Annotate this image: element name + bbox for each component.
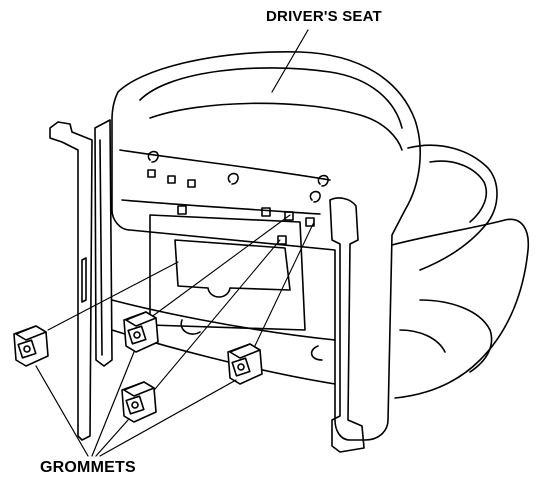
hole-5 xyxy=(261,207,271,217)
seat-back-outline xyxy=(111,51,421,441)
seat-top-contour-2 xyxy=(149,102,403,151)
guide-line-3 xyxy=(149,239,281,396)
frame-rod-2 xyxy=(121,199,321,215)
side-bolster xyxy=(407,144,498,271)
seat-cushion-seam xyxy=(399,329,446,353)
clip-2 xyxy=(227,172,239,185)
seat-cushion xyxy=(391,218,530,399)
left-rail-slot xyxy=(81,257,87,303)
hole-1 xyxy=(147,169,156,178)
left-rail-inner-line xyxy=(99,139,103,356)
grommet-4 xyxy=(227,343,263,385)
center-hook xyxy=(180,319,201,335)
left-rail-outer xyxy=(49,121,93,441)
left-rail-inner xyxy=(94,119,113,367)
leader-grommet-1 xyxy=(35,365,89,457)
grommet-1 xyxy=(13,325,49,367)
hole-3 xyxy=(187,179,196,188)
guide-line-4 xyxy=(251,221,315,353)
side-bolster-inner xyxy=(429,160,488,223)
leader-grommet-4 xyxy=(99,379,237,457)
hole-2 xyxy=(167,175,176,184)
grommet-3 xyxy=(121,381,157,423)
frame-rod xyxy=(119,149,331,181)
right-rail xyxy=(329,197,365,453)
clip-4 xyxy=(309,190,321,203)
center-cutout xyxy=(174,239,291,298)
seat-top-contour xyxy=(139,67,403,129)
clip-1 xyxy=(147,150,159,163)
lower-hook xyxy=(310,345,323,361)
seat-cushion-front xyxy=(419,299,493,373)
leader-seat xyxy=(271,29,309,93)
hole-4 xyxy=(177,205,187,215)
lower-frame xyxy=(111,299,336,341)
leader-grommet-2 xyxy=(91,351,135,457)
clip-3 xyxy=(317,174,329,187)
center-panel xyxy=(149,214,306,331)
leader-grommet-3 xyxy=(95,419,129,457)
hole-8 xyxy=(277,235,287,245)
guide-line-2 xyxy=(149,214,291,319)
drivers-seat-label: DRIVER'S SEAT xyxy=(266,8,382,25)
hole-6 xyxy=(284,211,294,221)
grommet-2 xyxy=(123,311,159,353)
guide-line-1 xyxy=(47,261,179,331)
grommets-label: GROMMETS xyxy=(40,459,136,476)
